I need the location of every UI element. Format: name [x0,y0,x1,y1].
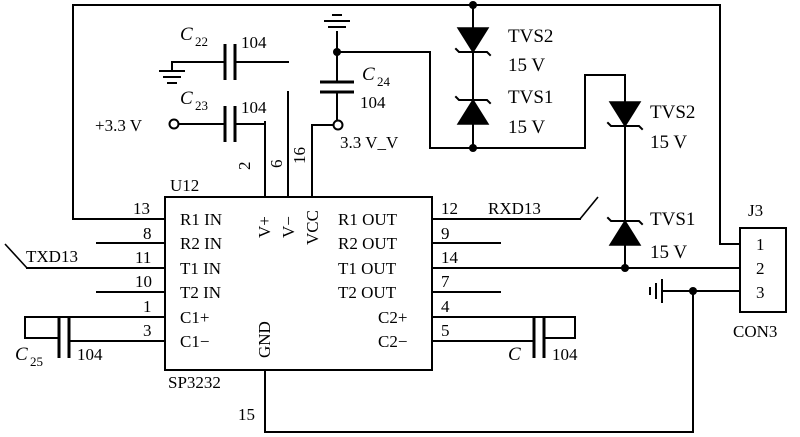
pin-name-c2plus: C2+ [378,308,407,327]
tvs1-right-rating: 15 V [650,242,687,263]
c23-letter: C [180,88,193,109]
c24-node-wire [336,51,626,149]
ground-symbol [649,279,741,303]
tvs2-top-rating: 15 V [508,55,545,76]
chip-part: SP3232 [168,373,221,392]
c23-sub: 23 [195,98,208,113]
pin-num-6: 6 [267,160,286,169]
c25-capacitor [24,316,98,358]
pin-name-t2out: T2 OUT [338,283,397,302]
pin-num-5: 5 [441,321,450,340]
pin-name-t1in: T1 IN [180,259,221,278]
c2-capacitor [501,316,576,358]
c22-letter: C [180,24,193,45]
pin-num-3: 3 [143,321,152,340]
connector-body [739,227,787,313]
pin-name-r1out: R1 OUT [338,210,398,229]
connector-part: CON3 [733,322,777,341]
gnd-return-wire [264,290,694,433]
rxd-label: RXD13 [488,199,541,218]
pin-num-4: 4 [441,297,450,316]
pin-num-11: 11 [135,248,151,267]
chip-body [164,196,433,371]
pin-name-t2in: T2 IN [180,283,221,302]
supply-node-label: 3.3 V_V [340,133,399,152]
c24-sub: 24 [377,74,391,89]
c2-letter: C [508,344,521,365]
c25-sub: 25 [30,354,43,369]
c22-value: 104 [241,33,267,52]
pin-name-r1in: R1 IN [180,210,222,229]
pin-name-r2in: R2 IN [180,234,222,253]
pin-num-2: 2 [235,162,254,171]
tvs1-right-name: TVS1 [650,209,695,230]
pin-name-c1plus: C1+ [180,308,209,327]
pin-name-c2minus: C2− [378,332,407,351]
pin-name-gnd: GND [255,321,274,358]
c24-value: 104 [360,93,386,112]
pin-num-10: 10 [135,272,152,291]
pin-num-14: 14 [441,248,459,267]
chip-ref: U12 [170,176,199,195]
rxd-slant [579,196,599,220]
txd-slant [4,243,28,269]
c25-letter: C [15,344,28,365]
pin-num-9: 9 [441,224,450,243]
pin-num-7: 7 [441,272,450,291]
connector-ref: J3 [748,201,763,220]
right-pin-stubs [431,218,741,342]
supply-in-terminal [168,118,180,130]
tvs-right-junction [621,264,629,272]
c22-sub: 22 [195,34,208,49]
c23-capacitor [177,106,266,142]
top-pin-stubs [264,91,313,198]
pin-name-vcc: VCC [303,210,322,245]
tvs-column-bottom-junction [469,144,477,152]
pin-name-vminus: V− [279,216,298,238]
pin-num-1: 1 [143,297,152,316]
tvs-column-right [606,74,644,269]
tvs2-top-name: TVS2 [508,26,553,47]
tvs-column-top [454,4,492,149]
c23-value: 104 [241,98,267,117]
connector-pin-1: 1 [756,235,765,254]
r1in-loop-wire [72,4,741,245]
c2-value: 104 [552,345,578,364]
connector-pin-3: 3 [756,283,765,302]
c25-value: 104 [77,345,103,364]
left-pin-stubs [96,218,166,342]
c24-letter: C [362,64,375,85]
pin-num-13: 13 [133,199,150,218]
pin-name-r2out: R2 OUT [338,234,398,253]
pin-name-c1minus: C1− [180,332,209,351]
supply-node-terminal [332,119,344,131]
pin-num-15: 15 [238,405,255,424]
txd-label: TXD13 [26,247,78,266]
pin-num-12: 12 [441,199,458,218]
tvs1-top-rating: 15 V [508,117,545,138]
pin-name-vplus: V+ [255,216,274,238]
tvs1-top-name: TVS1 [508,87,553,108]
tvs2-right-rating: 15 V [650,132,687,153]
pin-num-16: 16 [290,147,309,164]
tvs2-right-name: TVS2 [650,102,695,123]
pin-num-8: 8 [143,224,152,243]
supply-in-label: +3.3 V [95,116,143,135]
c22-capacitor [159,44,289,84]
c24-capacitor [311,14,354,126]
connector-pin-2: 2 [756,259,765,278]
pin-name-t1out: T1 OUT [338,259,397,278]
